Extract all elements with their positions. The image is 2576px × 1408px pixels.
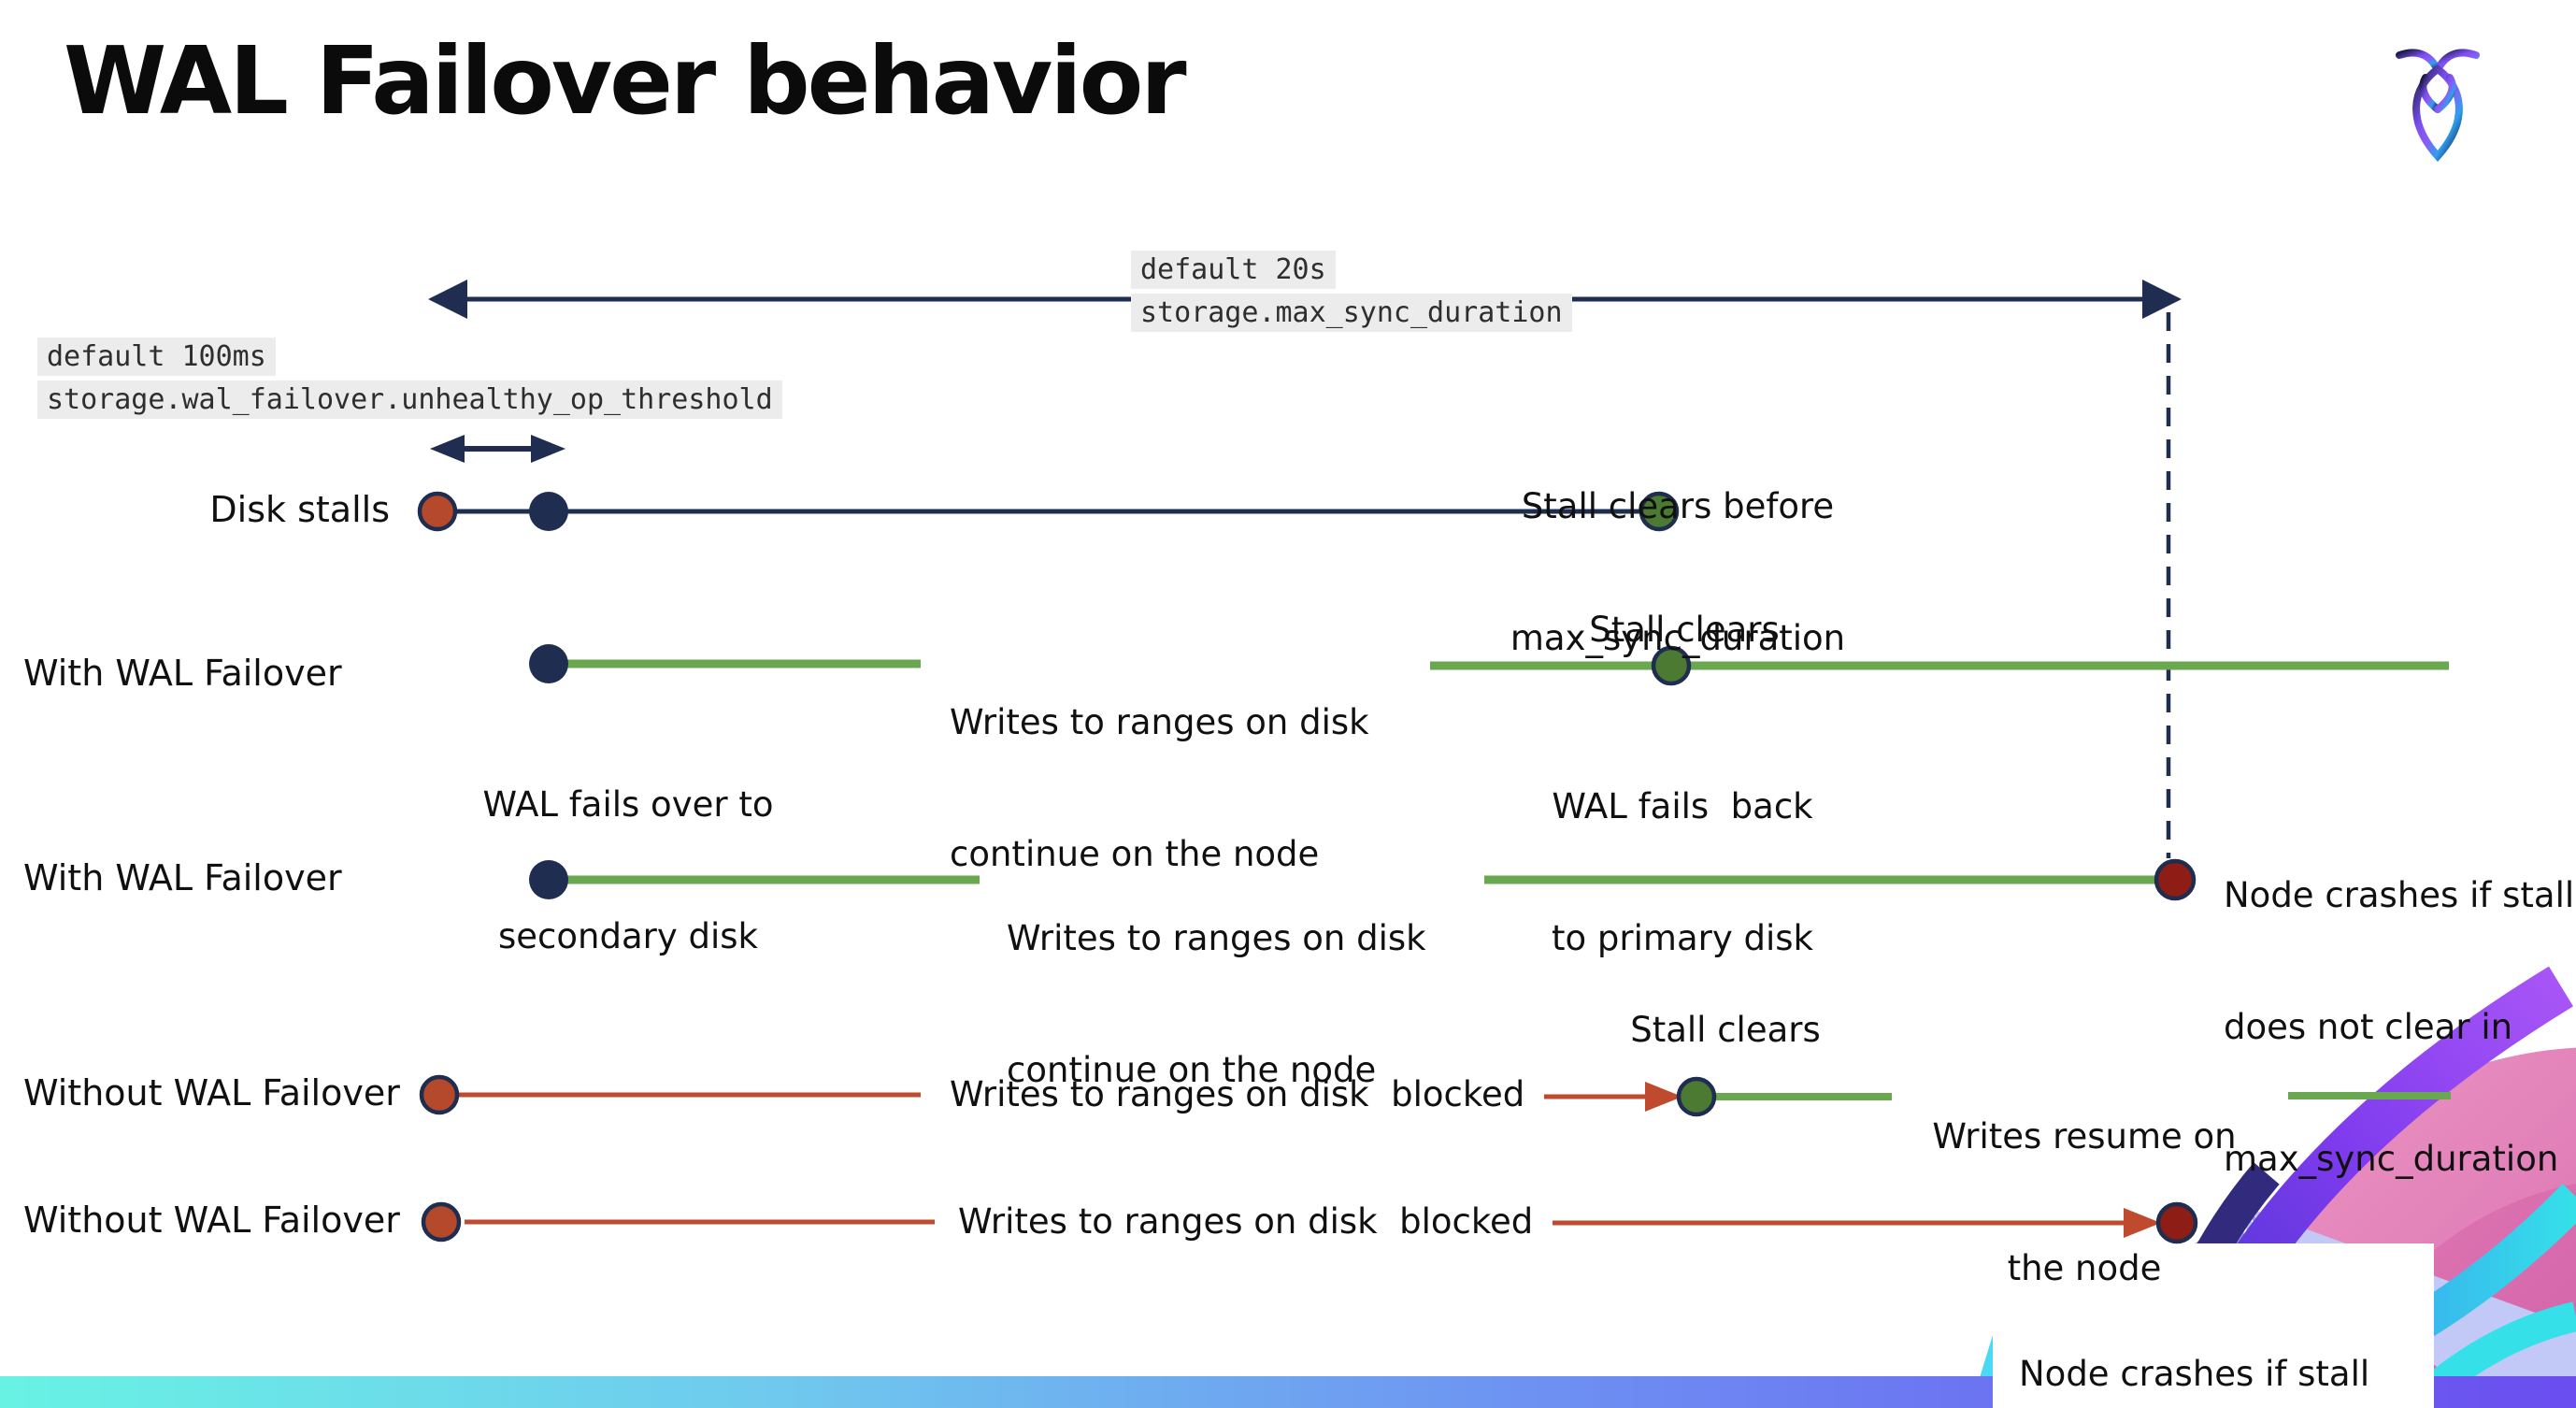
annotation-line: Writes to ranges on disk: [1007, 918, 1426, 958]
annotation-wal-fails-over: WAL fails over to secondary disk: [441, 695, 815, 1046]
annotation-line: WAL fails over to: [482, 784, 774, 825]
annotation-line: does not clear in: [2224, 1007, 2513, 1047]
annotation-node-crashes-1: Node crashes if stall does not clear in …: [2224, 785, 2574, 1269]
row-label-without-wal-failover-1: Without WAL Failover: [23, 1072, 400, 1113]
row-with-failover-crash: [529, 858, 2197, 901]
annotation-stall-clears-before: Stall clears before max_sync_duration: [1491, 396, 1865, 748]
failover-dot: [529, 860, 568, 899]
disk-stall-dot: [421, 1201, 462, 1243]
annotation-writes-resume: Writes resume on the node: [1916, 1027, 2253, 1378]
max-sync-duration-callout: default 20s storage.max_sync_duration: [1131, 251, 1572, 332]
unhealthy-op-threshold-arrow: [430, 435, 565, 463]
annotation-writes-blocked-1: Writes to ranges on disk blocked: [950, 1074, 1525, 1114]
annotation-writes-continue-1: Writes to ranges on disk continue on the…: [950, 612, 1369, 964]
failover-threshold-dot: [529, 492, 568, 531]
annotation-line: max_sync_duration: [1510, 618, 1846, 658]
stall-clears-dot: [1651, 645, 1692, 686]
stall-clears-dot: [1676, 1076, 1717, 1117]
annotation-stall-clears-1: Stall clears: [1589, 610, 1780, 650]
annotation-line: to primary disk: [1552, 918, 1813, 958]
unhealthy-op-setting-name: storage.wal_failover.unhealthy_op_thresh…: [37, 381, 782, 419]
disk-stall-dot: [417, 491, 458, 532]
annotation-line: the node: [2007, 1248, 2162, 1288]
annotation-line: secondary disk: [498, 916, 758, 956]
max-sync-default-label: default 20s: [1131, 251, 1336, 289]
node-crash-dot: [2154, 858, 2197, 901]
annotation-line: WAL fails back: [1552, 786, 1813, 826]
annotation-line: Writes resume on: [1932, 1116, 2237, 1157]
cockroachdb-logo-icon: [2396, 49, 2480, 163]
max-sync-setting-name: storage.max_sync_duration: [1131, 294, 1572, 332]
annotation-writes-blocked-2: Writes to ranges on disk blocked: [958, 1201, 1534, 1242]
annotation-line: Stall clears before: [1521, 486, 1835, 526]
annotation-writes-continue-2: Writes to ranges on disk continue on the…: [1007, 828, 1426, 1180]
disk-stall-dot: [419, 1074, 460, 1115]
annotation-line: continue on the node: [950, 834, 1320, 874]
annotation-line: continue on the node: [1007, 1050, 1377, 1090]
node-crash-callout-box: [1993, 1243, 2434, 1408]
row-label-without-wal-failover-2: Without WAL Failover: [23, 1200, 400, 1241]
annotation-node-crashes-2: Node crashes if stall does not clear in …: [2019, 1264, 2369, 1408]
annotation-line: Node crashes if stall: [2019, 1354, 2370, 1394]
row-label-disk-stalls: Disk stalls: [209, 489, 390, 530]
annotation-line: Writes to ranges on disk: [950, 702, 1369, 742]
blocked-arrowhead: [1645, 1082, 1682, 1112]
row-without-failover-clears: [419, 1074, 2451, 1117]
row-disk-stalls: [417, 491, 1680, 532]
logo-right-antenna: [2434, 49, 2480, 74]
failover-dot: [529, 644, 568, 683]
logo-vein-left: [2419, 74, 2441, 113]
unhealthy-op-threshold-callout: default 100ms storage.wal_failover.unhea…: [37, 338, 782, 419]
annotation-line: max_sync_duration: [2224, 1139, 2559, 1179]
row-without-failover-crash: [421, 1201, 2198, 1244]
node-crash-dot: [2155, 1201, 2198, 1244]
blocked-arrowhead: [2124, 1208, 2161, 1238]
unhealthy-op-default-label: default 100ms: [37, 338, 276, 376]
logo-vein-right: [2434, 74, 2456, 113]
annotation-stall-clears-2: Stall clears: [1630, 1010, 1821, 1050]
page-title: WAL Failover behavior: [64, 26, 1187, 136]
logo-left-antenna: [2396, 49, 2441, 74]
row-label-with-wal-failover-1: With WAL Failover: [23, 653, 342, 694]
stall-clears-dot: [1639, 491, 1680, 532]
row-with-failover-clears: [529, 644, 2449, 686]
row-label-with-wal-failover-2: With WAL Failover: [23, 857, 342, 898]
annotation-line: Node crashes if stall: [2224, 875, 2575, 915]
annotation-wal-fails-back: WAL fails back to primary disk: [1533, 697, 1832, 1048]
